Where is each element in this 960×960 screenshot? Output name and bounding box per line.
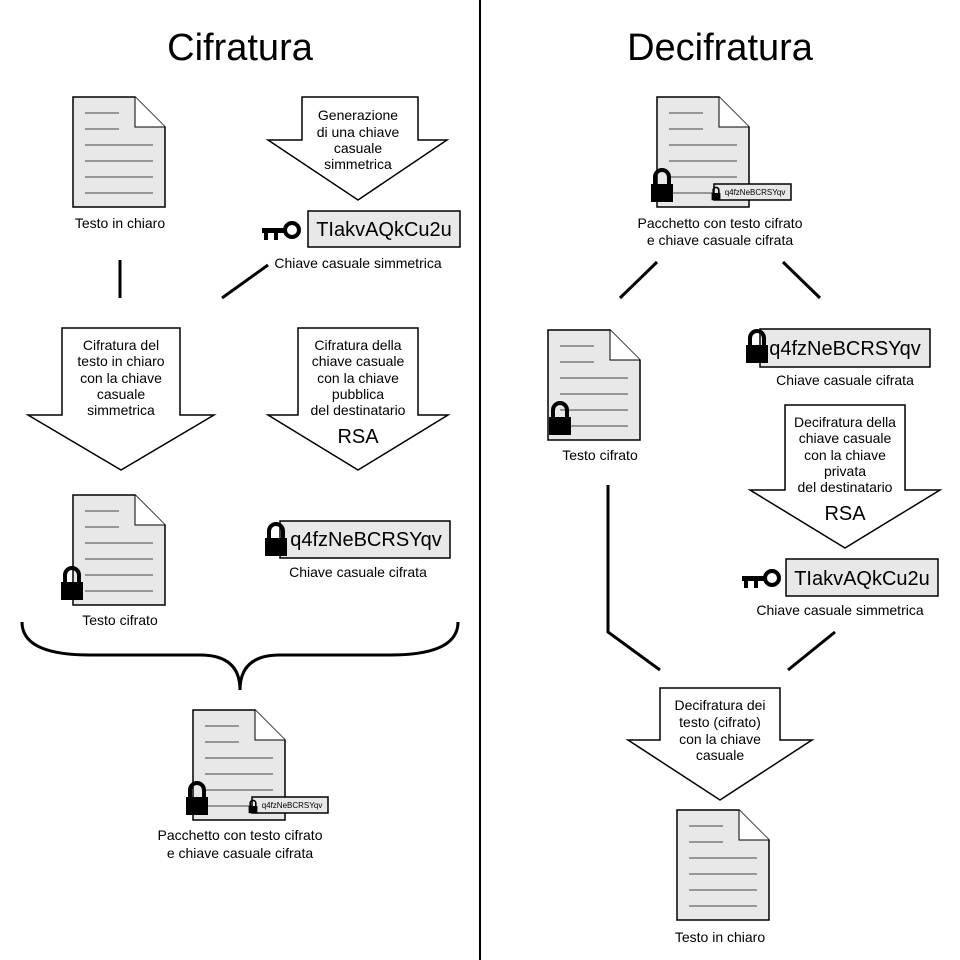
- combine-brace: [20, 621, 460, 691]
- svg-text:casuale: casuale: [696, 747, 744, 763]
- svg-text:con la chiave: con la chiave: [679, 731, 761, 747]
- svg-text:Decifratura dei: Decifratura dei: [674, 697, 765, 713]
- connector-line: [787, 630, 836, 672]
- package-key-box: [251, 796, 329, 814]
- cipher-key-box: [279, 520, 451, 559]
- symmetric-key-label: Chiave casuale simmetrica: [274, 255, 441, 271]
- svg-text:chiave casuale: chiave casuale: [799, 430, 892, 446]
- lock-icon: [263, 522, 289, 558]
- package-label-line2: e chiave casuale cifrata: [647, 232, 794, 248]
- svg-text:Cifratura della: Cifratura della: [314, 337, 401, 353]
- svg-text:pubblica: pubblica: [332, 386, 384, 402]
- generate-key-arrow-text: Generazione di una chiave casuale simmet…: [317, 107, 400, 172]
- svg-text:testo in chiaro: testo in chiaro: [77, 353, 164, 369]
- svg-text:di una chiave: di una chiave: [317, 124, 400, 140]
- svg-text:casuale: casuale: [97, 386, 145, 402]
- encryption-title: Cifratura: [167, 27, 314, 69]
- lock-icon: [744, 329, 770, 365]
- svg-text:del destinatario: del destinatario: [798, 479, 893, 495]
- plain-doc-label: Testo in chiaro: [675, 929, 765, 945]
- symmetric-key-box: [785, 558, 939, 597]
- svg-text:con la chiave: con la chiave: [80, 370, 162, 386]
- svg-text:Generazione: Generazione: [318, 107, 398, 123]
- encrypt-key-arrow: [265, 327, 451, 471]
- encrypt-key-arrow-text: Cifratura della chiave casuale con la ch…: [311, 337, 406, 448]
- svg-text:RSA: RSA: [337, 426, 379, 448]
- decrypt-key-arrow: [747, 404, 943, 549]
- connector-line: [221, 263, 269, 300]
- decryption-title: Decifratura: [627, 27, 814, 69]
- svg-text:Cifratura del: Cifratura del: [83, 337, 159, 353]
- package-label-line1: Pacchetto con testo cifrato: [638, 215, 803, 231]
- decrypt-text-arrow: [625, 687, 815, 801]
- plain-document-icon: [676, 809, 770, 921]
- svg-text:del destinatario: del destinatario: [311, 402, 406, 418]
- lock-icon: [59, 566, 85, 602]
- package-label-line1: Pacchetto con testo cifrato: [158, 827, 323, 843]
- cipher-key-value: q4fzNeBCRSYqv: [290, 529, 442, 551]
- symmetric-key-value: TIakvAQkCu2u: [794, 568, 930, 590]
- encrypt-text-arrow: [25, 327, 217, 471]
- svg-text:con la chiave: con la chiave: [804, 447, 886, 463]
- symmetric-key-value: TIakvAQkCu2u: [316, 219, 452, 241]
- svg-text:chiave casuale: chiave casuale: [312, 353, 405, 369]
- encrypt-text-arrow-text: Cifratura del testo in chiaro con la chi…: [77, 337, 164, 418]
- svg-text:testo (cifrato): testo (cifrato): [679, 714, 761, 730]
- plain-doc-label: Testo in chiaro: [75, 215, 165, 231]
- connector-line: [606, 485, 661, 672]
- cipher-doc-label: Testo cifrato: [82, 612, 158, 628]
- symmetric-key-box: [307, 210, 461, 248]
- decrypt-text-arrow-text: Decifratura dei testo (cifrato) con la c…: [674, 697, 765, 763]
- key-icon: [740, 569, 781, 590]
- svg-text:simmetrica: simmetrica: [87, 402, 155, 418]
- connector-line: [781, 260, 822, 300]
- package-key-value: q4fzNeBCRSYqv: [262, 801, 323, 810]
- cipher-doc-label: Testo cifrato: [562, 447, 638, 463]
- svg-text:casuale: casuale: [334, 140, 382, 156]
- cipher-key-box: [759, 328, 931, 368]
- plain-document-icon: [72, 96, 166, 208]
- package-label-line2: e chiave casuale cifrata: [167, 845, 314, 861]
- svg-text:RSA: RSA: [824, 503, 866, 525]
- generate-key-arrow: [265, 96, 450, 201]
- svg-text:con la chiave: con la chiave: [317, 370, 399, 386]
- cipher-key-value: q4fzNeBCRSYqv: [769, 338, 921, 360]
- svg-text:Decifratura della: Decifratura della: [794, 414, 896, 430]
- decrypt-key-arrow-text: Decifratura della chiave casuale con la …: [794, 414, 896, 525]
- connector-line: [618, 260, 659, 300]
- package-key-value: q4fzNeBCRSYqv: [725, 188, 786, 197]
- svg-text:privata: privata: [824, 463, 866, 479]
- symmetric-key-label: Chiave casuale simmetrica: [756, 602, 923, 618]
- cipher-document-icon: [72, 494, 166, 606]
- svg-text:simmetrica: simmetrica: [324, 156, 392, 172]
- key-icon: [260, 221, 301, 242]
- cipher-key-label: Chiave casuale cifrata: [776, 372, 914, 388]
- cipher-key-label: Chiave casuale cifrata: [289, 564, 427, 580]
